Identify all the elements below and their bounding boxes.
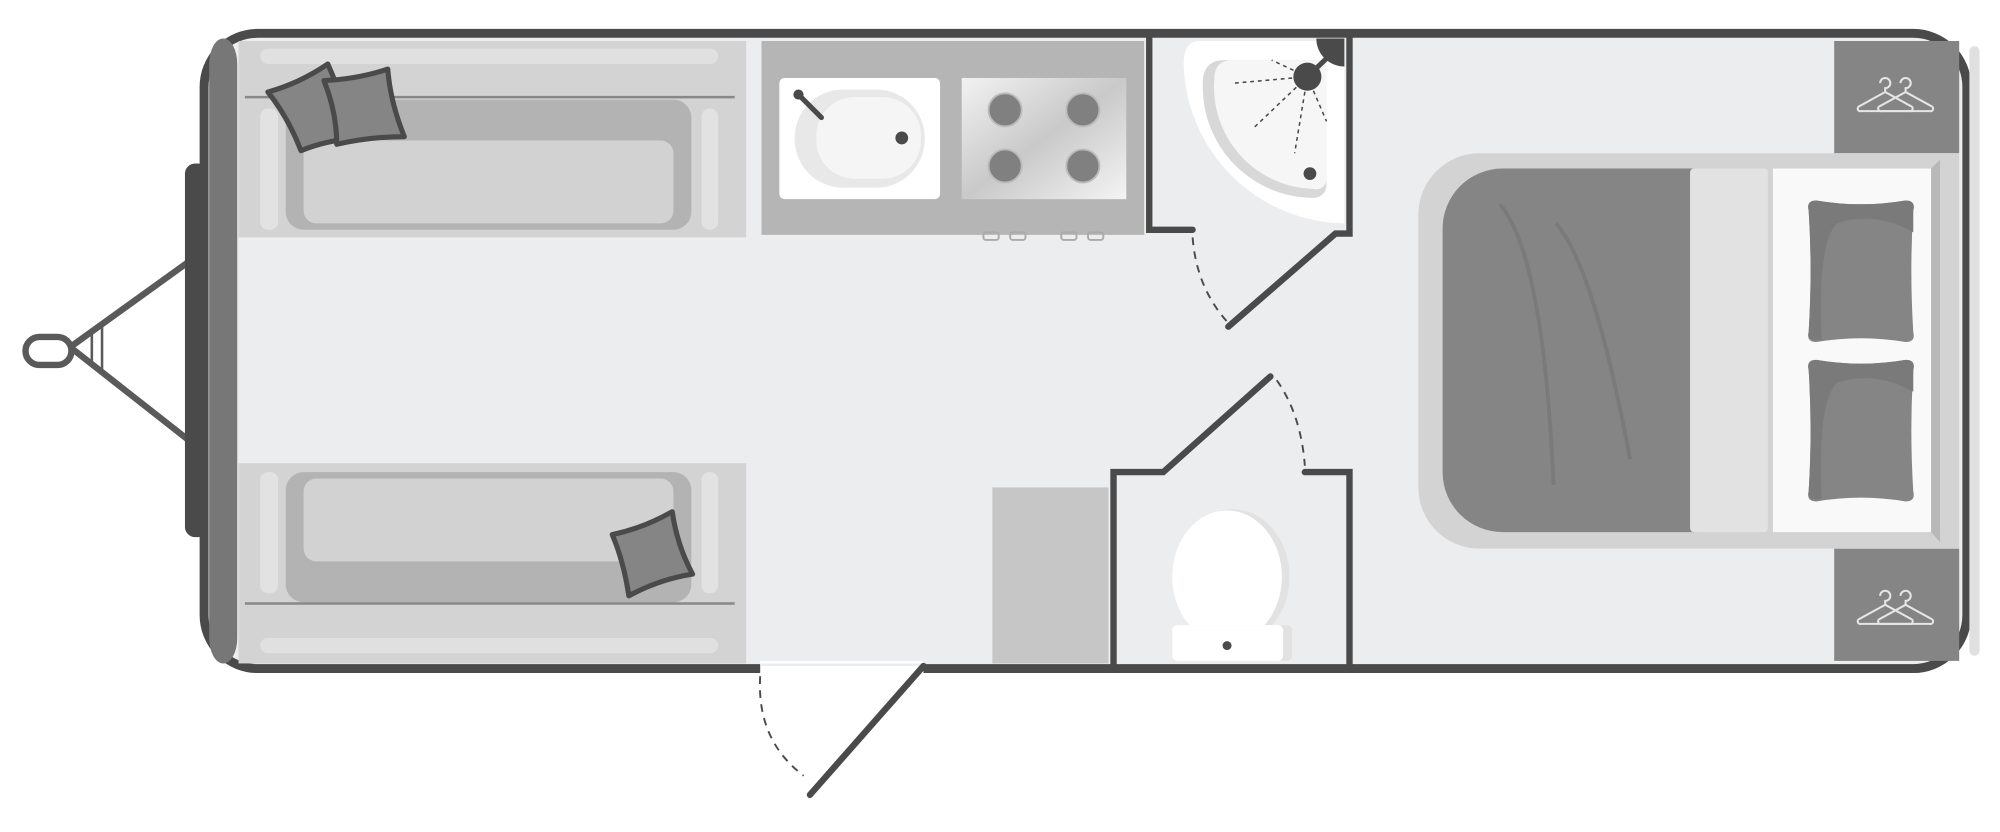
wardrobe-top[interactable] [1834, 41, 1960, 154]
kitchen-unit [761, 41, 1145, 241]
rear-bumper [1969, 46, 1980, 656]
sofa-top[interactable] [238, 41, 747, 238]
cabinet [992, 487, 1109, 664]
entrance-door[interactable] [806, 662, 927, 799]
drain [895, 131, 909, 145]
washroom-wall-left [1110, 373, 1274, 670]
pillow [1808, 359, 1914, 502]
door-gap [760, 660, 924, 674]
shower-wall-left [1146, 35, 1196, 233]
duvet-fold [1690, 168, 1768, 533]
cushion [321, 66, 407, 147]
tow-hitch [22, 258, 192, 444]
pillow [1808, 200, 1914, 343]
double-bed[interactable] [1418, 153, 1960, 549]
wardrobe-bottom[interactable] [1834, 548, 1960, 661]
shower-drain [1303, 167, 1317, 181]
shower[interactable] [1183, 38, 1345, 224]
shower-wall-right [1225, 35, 1353, 330]
tap [795, 92, 824, 121]
front-wall-strip [209, 38, 238, 664]
interior-walls [1110, 35, 1353, 670]
cushions [265, 61, 696, 599]
washroom-wall-right [1301, 468, 1353, 670]
door-swings [758, 237, 1306, 777]
cushion [609, 509, 696, 599]
hob[interactable] [961, 77, 1127, 200]
toilet[interactable] [1172, 509, 1293, 661]
burner-icon [987, 92, 1101, 184]
